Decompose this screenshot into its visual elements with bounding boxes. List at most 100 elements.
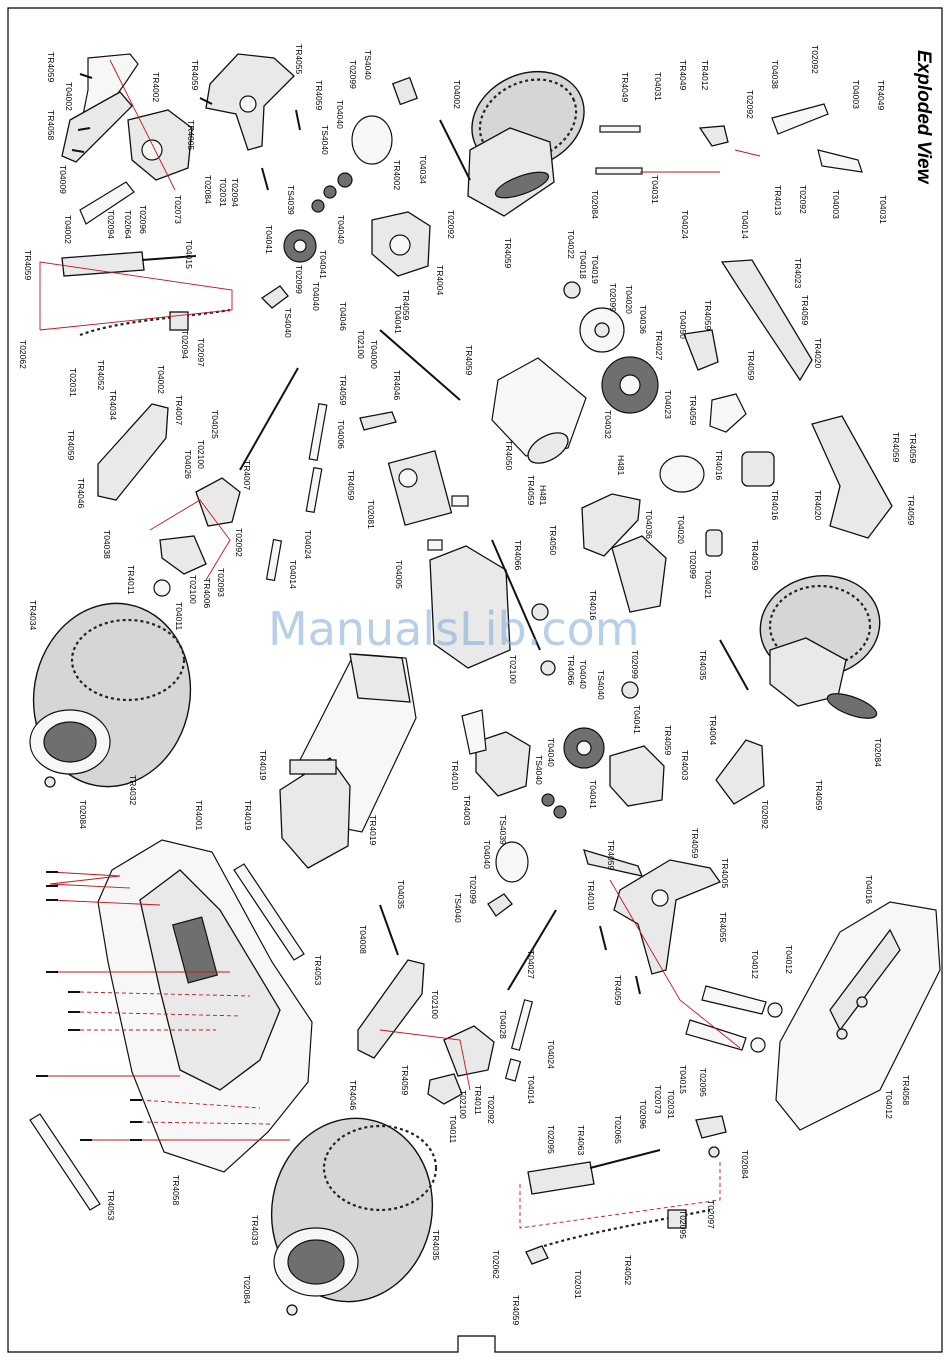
rim-front-left-spokes <box>43 721 97 763</box>
part-label: TR4059 <box>891 432 901 463</box>
part-label: T02099 <box>688 550 698 579</box>
part-label: TR4059 <box>814 780 824 811</box>
part-label: T04018 <box>578 250 588 279</box>
axle-mid-right <box>719 639 749 691</box>
gearbox-front-bore <box>389 234 411 256</box>
shock-top <box>494 171 550 199</box>
part-label: TR4046 <box>348 1080 358 1111</box>
part-label: T04041 <box>264 225 274 254</box>
part-label: TR4002 <box>151 72 161 103</box>
part-label: T04031 <box>650 175 660 204</box>
part-label: T04026 <box>183 450 193 479</box>
pinion <box>705 529 723 557</box>
chassis-screw-leads-1 <box>49 871 131 889</box>
steering-knuckle-right <box>698 125 729 147</box>
part-label: T02092 <box>810 45 820 74</box>
part-label: TR4059 <box>314 80 324 111</box>
motor-spur-group <box>491 281 747 613</box>
bearing-rear-b <box>540 660 556 676</box>
part-label: T02095 <box>546 1125 556 1154</box>
part-label: TR4050 <box>548 525 558 556</box>
part-label: T02099 <box>348 60 358 89</box>
chassis-lead-2 <box>49 899 161 906</box>
top-center-wheel <box>439 70 893 539</box>
part-label: T04046 <box>338 302 348 331</box>
part-label: TR4003 <box>680 750 690 781</box>
part-label: TR4004 <box>435 265 445 296</box>
part-label: T04036 <box>644 510 654 539</box>
part-label: TR4058 <box>46 110 56 141</box>
part-label: TR4046 <box>76 478 86 509</box>
part-label: T04040 <box>482 840 492 869</box>
part-label: T02092 <box>446 210 456 239</box>
part-label: TR4052 <box>96 360 106 391</box>
part-label: TS4040 <box>453 893 463 923</box>
part-label: T04002 <box>63 215 73 244</box>
part-label: T04028 <box>498 1010 508 1039</box>
shock-cap-rear <box>695 1115 727 1139</box>
servo-group <box>359 411 469 551</box>
rod-end-rear <box>504 1058 522 1082</box>
part-label: TR4010 <box>586 880 596 911</box>
bearing-1 <box>563 281 581 299</box>
part-label: T02031 <box>218 178 228 207</box>
shock-rod-front <box>141 255 197 261</box>
part-label: TR4058 <box>171 1175 181 1206</box>
part-label: TR4059 <box>688 395 698 426</box>
part-label: TR4059 <box>906 495 916 526</box>
front-steering <box>97 367 328 597</box>
part-label: TR4053 <box>313 955 323 986</box>
part-label: T04024 <box>546 1040 556 1069</box>
part-label: TR4020 <box>813 338 823 369</box>
watermark-text: ManualsLib.com <box>268 602 640 656</box>
part-label: T04031 <box>878 195 888 224</box>
part-label: TR4066 <box>513 540 523 571</box>
part-label: T02100 <box>188 575 198 604</box>
driveshaft-front <box>379 329 461 401</box>
part-label: T02096 <box>138 205 148 234</box>
part-label: T02073 <box>173 195 183 224</box>
part-label: TR4010 <box>450 760 460 791</box>
rear-spider-1 <box>541 793 555 807</box>
part-label: T02065 <box>613 1115 623 1144</box>
part-label: TR4059 <box>503 238 513 269</box>
part-label: TR4049 <box>678 60 688 91</box>
part-label: TR4035 <box>698 650 708 681</box>
part-label: TR4059 <box>401 290 411 321</box>
part-label: TR4002 <box>392 160 402 191</box>
spur-hub <box>619 374 641 396</box>
front-shaft <box>109 59 176 191</box>
part-label: T02097 <box>196 338 206 367</box>
part-label: TR4059 <box>400 1065 410 1096</box>
part-label: H481 <box>616 455 626 476</box>
turnbuckle-b <box>305 466 323 514</box>
part-label: T04040 <box>311 282 321 311</box>
axle-top <box>439 119 471 181</box>
part-label: T02084 <box>873 738 883 767</box>
spring-front <box>79 308 231 337</box>
screw-fl-1 <box>79 73 93 79</box>
servo-saver <box>683 329 719 371</box>
part-label: TR4033 <box>250 1215 260 1246</box>
rear-arm-right <box>720 259 813 382</box>
diff-gear-b <box>323 185 337 199</box>
part-label: T04009 <box>58 165 68 194</box>
part-label: TR4005 <box>186 120 196 151</box>
part-label: TS4039 <box>498 815 508 845</box>
part-label: T02092 <box>234 528 244 557</box>
part-label: TR4059 <box>46 52 56 83</box>
wing-button-a <box>856 996 868 1008</box>
part-label: T04021 <box>703 570 713 599</box>
tire-front-left-tread <box>70 618 186 702</box>
part-label: T02092 <box>798 185 808 214</box>
part-label: T04040 <box>578 660 588 689</box>
screw-fl-3 <box>71 149 85 153</box>
part-label: T04002 <box>64 82 74 111</box>
part-label: T02099 <box>630 650 640 679</box>
part-label: T02096 <box>638 1100 648 1129</box>
part-label: T04024 <box>680 210 690 239</box>
part-label: TR4055 <box>294 44 304 75</box>
screw-fl-2 <box>77 127 91 131</box>
screw-fl-4 <box>199 97 213 105</box>
servo-clip <box>451 495 469 507</box>
